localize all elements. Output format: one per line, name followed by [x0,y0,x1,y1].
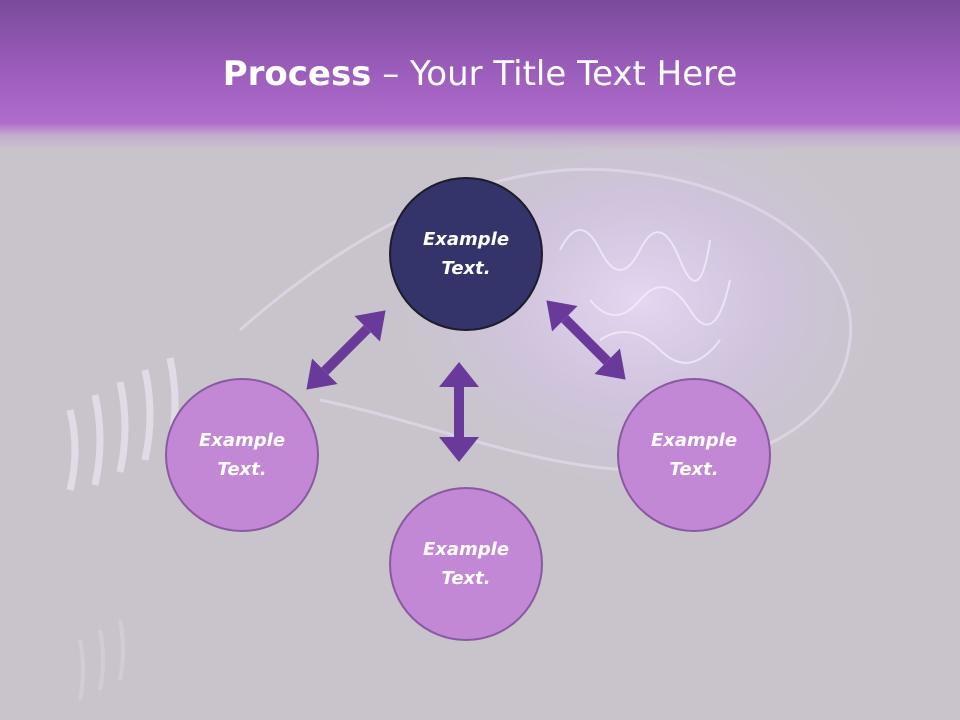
title-bold-part: Process [222,54,372,94]
process-node-bottom: Example Text. [389,487,543,641]
process-node-top: Example Text. [389,177,543,331]
node-top-text: Example Text. [422,229,510,279]
process-node-right: Example Text. [617,378,771,532]
node-right-text: Example Text. [650,430,738,480]
slide-title: Process – Your Title Text Here [0,52,960,96]
node-bottom-text: Example Text. [422,539,510,589]
title-rest-part: – Your Title Text Here [371,54,738,94]
title-bar [0,0,960,150]
process-node-left: Example Text. [165,378,319,532]
node-left-text: Example Text. [198,430,286,480]
